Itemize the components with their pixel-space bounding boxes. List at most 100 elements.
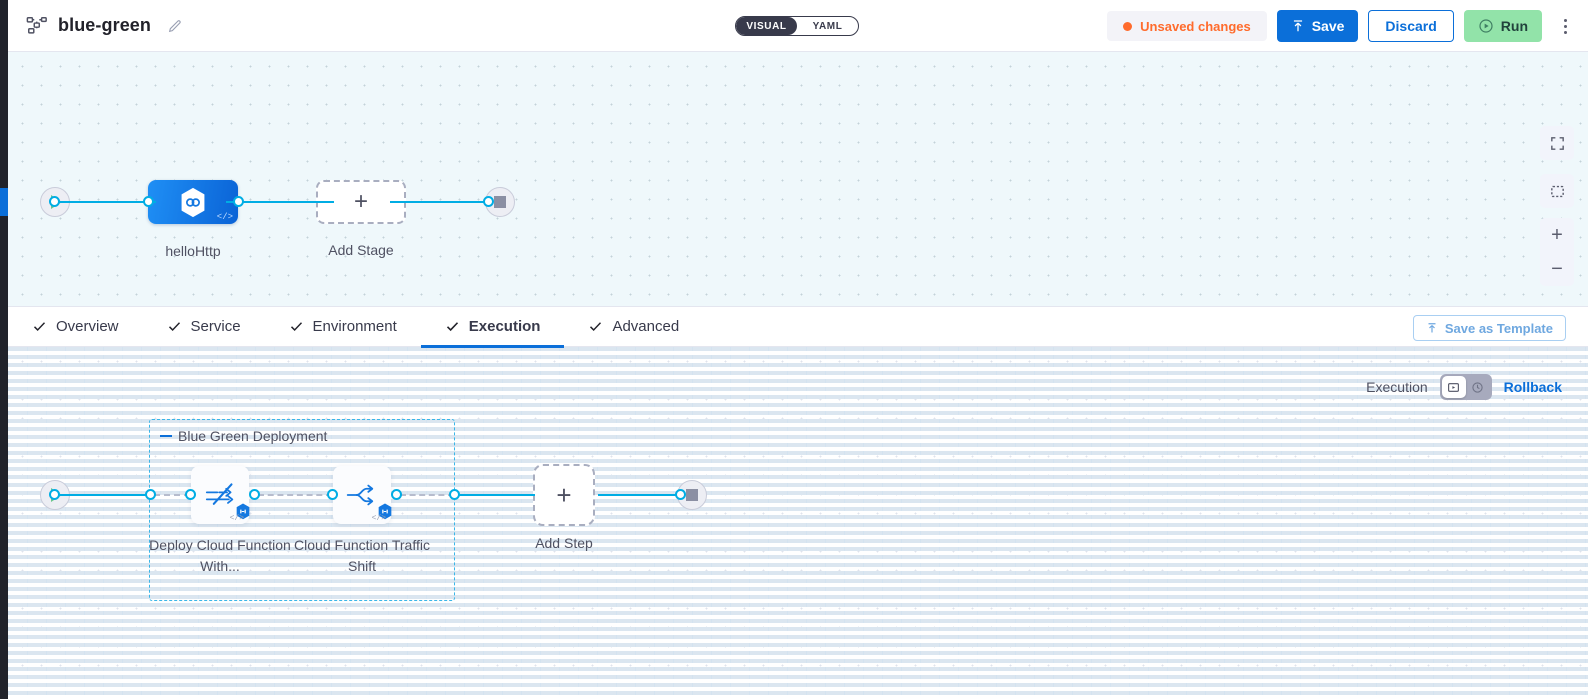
stage-config-tabs: Overview Service Environment Execution A…: [8, 306, 1588, 348]
port-step1-out[interactable]: [249, 489, 260, 500]
run-button-label: Run: [1500, 18, 1528, 34]
check-icon: [588, 319, 603, 334]
step-label-2: Cloud Function Traffic Shift: [294, 537, 430, 574]
left-nav-rail-active-marker: [0, 188, 8, 216]
step-code-badge: </>: [229, 514, 244, 523]
gcp-badge-icon: [378, 503, 392, 520]
edge-group-in-dashed: [154, 494, 190, 496]
pencil-icon[interactable]: [167, 18, 183, 34]
execution-rollback-toggle[interactable]: [1439, 374, 1492, 400]
step-node-traffic-shift[interactable]: </>: [333, 466, 392, 524]
edge-addstage-to-end: [390, 201, 490, 203]
tab-overview[interactable]: Overview: [8, 306, 143, 347]
end-stop-icon: [494, 196, 506, 208]
collapse-dash-icon[interactable]: [160, 435, 172, 437]
unsaved-label: Unsaved changes: [1140, 18, 1251, 34]
port-step2-in[interactable]: [327, 489, 338, 500]
port-exec-end-in[interactable]: [675, 489, 686, 500]
port-group-out[interactable]: [449, 489, 460, 500]
port-step1-in[interactable]: [185, 489, 196, 500]
rollback-icon: [1472, 381, 1483, 393]
add-stage-label: Add Stage: [328, 242, 394, 258]
execution-canvas[interactable]: Blue Green Deployment </> Deploy Cl: [8, 347, 1588, 699]
execution-icon: [1448, 382, 1460, 392]
tab-environment[interactable]: Environment: [265, 306, 421, 347]
step-label-1: Deploy Cloud Function With...: [149, 537, 291, 574]
plus-icon: +: [556, 480, 572, 510]
header-actions: Unsaved changes Save Discard Run: [1107, 0, 1576, 52]
tab-overview-label: Overview: [56, 318, 119, 335]
run-button[interactable]: Run: [1463, 10, 1542, 42]
step-group-blue-green-deployment[interactable]: [149, 419, 455, 601]
play-circle-icon: [1479, 19, 1493, 33]
zoom-controls[interactable]: + −: [1540, 218, 1574, 286]
page-title: blue-green: [58, 15, 152, 35]
traffic-shift-icon: [346, 484, 374, 506]
save-button[interactable]: Save: [1276, 10, 1359, 42]
add-step-button[interactable]: +: [533, 464, 595, 526]
execution-end-node[interactable]: [677, 480, 707, 510]
view-mode-toggle[interactable]: VISUAL YAML: [735, 16, 859, 36]
upload-icon: [1428, 323, 1436, 333]
step-group-title-label: Blue Green Deployment: [178, 428, 328, 444]
check-icon: [167, 319, 182, 334]
toggle-option-rollback[interactable]: [1466, 376, 1490, 398]
tab-advanced[interactable]: Advanced: [564, 306, 703, 347]
stage-node-hellohttp[interactable]: </>: [148, 180, 238, 224]
plus-icon: +: [353, 188, 368, 215]
port-group-in[interactable]: [145, 489, 156, 500]
port-exec-start-out[interactable]: [49, 489, 60, 500]
port-step2-out[interactable]: [391, 489, 402, 500]
check-icon: [289, 319, 304, 334]
harness-hexagon-icon: [181, 187, 205, 217]
save-as-template-button[interactable]: Save as Template: [1412, 315, 1566, 341]
zoom-out-button[interactable]: −: [1551, 258, 1563, 280]
pipeline-nodes-icon: [26, 15, 48, 37]
status-badge-unsaved: Unsaved changes: [1107, 11, 1267, 41]
tab-service-label: Service: [190, 318, 241, 335]
unsaved-dot-icon: [1123, 21, 1133, 31]
header-left-group: blue-green: [8, 15, 183, 37]
edge-addstep-to-end: [598, 494, 684, 496]
execution-mode-switcher: Execution Rollback: [1366, 374, 1562, 400]
left-nav-rail: [0, 0, 8, 699]
port-start-out[interactable]: [49, 196, 60, 207]
selection-box-icon[interactable]: [1540, 174, 1574, 208]
port-stage-in[interactable]: [143, 196, 154, 207]
kebab-menu-icon[interactable]: [1554, 10, 1576, 42]
tab-execution[interactable]: Execution: [420, 306, 565, 348]
tab-execution-label: Execution: [468, 318, 541, 335]
toggle-knob-execution[interactable]: [1441, 376, 1466, 398]
end-stop-icon: [686, 489, 698, 501]
discard-button[interactable]: Discard: [1368, 10, 1454, 42]
add-step-label: Add Step: [535, 535, 593, 551]
edge-group-to-addstep: [455, 494, 535, 496]
step-code-badge: </>: [371, 514, 386, 523]
stage-canvas[interactable]: </> helloHttp + Add Stage + −: [8, 52, 1588, 306]
tab-environment-label: Environment: [312, 318, 397, 335]
save-as-template-label: Save as Template: [1444, 320, 1553, 336]
fit-to-screen-icon[interactable]: [1540, 126, 1574, 160]
toggle-visual[interactable]: VISUAL: [736, 17, 797, 35]
save-button-label: Save: [1311, 18, 1345, 34]
edge-start-to-stage: [56, 201, 156, 203]
step-group-title[interactable]: Blue Green Deployment: [160, 428, 327, 444]
stage-label: helloHttp: [165, 243, 221, 259]
tab-advanced-label: Advanced: [612, 318, 680, 335]
execution-mode-label: Execution: [1366, 379, 1428, 395]
deploy-cloud-function-icon: [205, 483, 234, 505]
upload-icon: [1293, 20, 1302, 32]
edge-step2-to-groupout-dashed: [400, 494, 454, 496]
port-stage-out[interactable]: [233, 196, 244, 207]
app-header: blue-green VISUAL YAML Unsaved changes S…: [8, 0, 1588, 52]
rollback-link[interactable]: Rollback: [1503, 379, 1562, 395]
gcp-badge-icon: [236, 503, 250, 520]
step-node-deploy-cloud-function[interactable]: </>: [191, 466, 250, 524]
check-icon: [445, 319, 460, 334]
port-end-in[interactable]: [483, 196, 494, 207]
tab-service[interactable]: Service: [143, 306, 265, 347]
zoom-in-button[interactable]: +: [1551, 224, 1563, 246]
edge-stage-to-addstage: [226, 201, 334, 203]
toggle-yaml[interactable]: YAML: [812, 20, 843, 32]
